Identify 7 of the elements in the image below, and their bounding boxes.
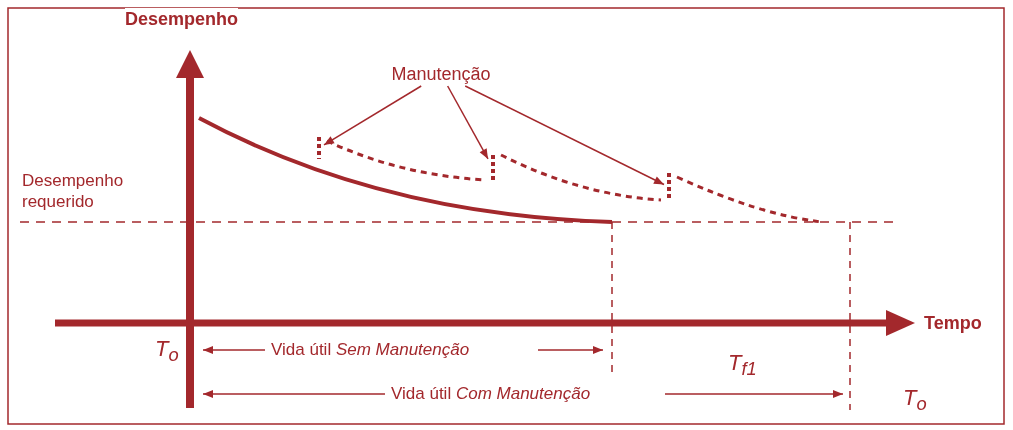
leader-line bbox=[446, 85, 489, 160]
leader-line bbox=[323, 85, 422, 146]
leader-line bbox=[464, 85, 665, 186]
callout-label: Manutenção bbox=[376, 62, 506, 86]
maintenance-jump bbox=[488, 154, 498, 182]
maintenance-jump bbox=[314, 136, 324, 160]
axis-label: Desempenho bbox=[125, 8, 239, 30]
